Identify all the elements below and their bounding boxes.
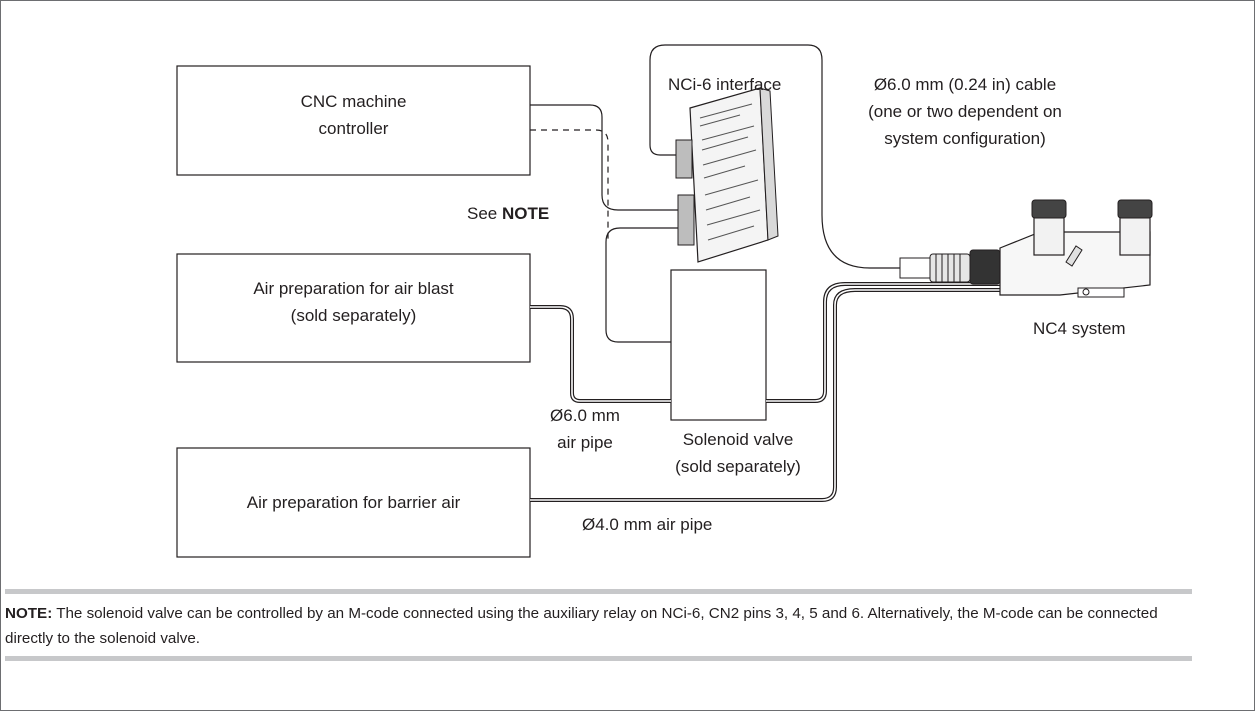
barrier-air-prep-box bbox=[176, 447, 531, 558]
cable-label-line1: Ø6.0 mm (0.24 in) cable bbox=[873, 75, 1057, 94]
air-pipe-4mm-label: Ø4.0 mm air pipe bbox=[582, 515, 713, 534]
barrier-air-pipe bbox=[530, 288, 1000, 502]
note-top-rule bbox=[5, 589, 1192, 594]
cnc-label-line2: controller bbox=[318, 119, 389, 138]
air-pipe-6mm-label: Ø6.0 mm air pipe bbox=[530, 402, 640, 456]
interface-loop-cable bbox=[649, 44, 905, 269]
cnc-controller-box bbox=[176, 65, 531, 176]
cnc-signal-cable bbox=[530, 104, 680, 211]
air-blast-prep-box bbox=[176, 253, 531, 363]
air-blast-pipe bbox=[530, 305, 671, 403]
cable-label-line2: (one or two dependent on bbox=[868, 102, 1062, 121]
nci6-interface-label: NCi-6 interface bbox=[668, 75, 782, 94]
air-blast-label-line2: (sold separately) bbox=[290, 306, 417, 325]
cnc-label-line1: CNC machine bbox=[300, 92, 407, 111]
note-body: The solenoid valve can be controlled by … bbox=[5, 605, 1158, 647]
see-note-dashed-link bbox=[530, 129, 609, 240]
nc4-system-label: NC4 system bbox=[1033, 319, 1126, 338]
cnc-controller-label: CNC machine controller bbox=[177, 88, 530, 142]
solenoid-label-line1: Solenoid valve bbox=[682, 430, 794, 449]
solenoid-output-pipe bbox=[766, 282, 1000, 403]
note-heading: NOTE: bbox=[5, 605, 53, 622]
pipe6-label-line2: air pipe bbox=[557, 433, 613, 452]
note-text: NOTE: The solenoid valve can be controll… bbox=[5, 601, 1195, 651]
note-bottom-rule bbox=[5, 656, 1192, 661]
see-note-label: See NOTE bbox=[467, 200, 549, 227]
see-note-bold: NOTE bbox=[501, 204, 550, 223]
solenoid-label-line2: (sold separately) bbox=[675, 457, 801, 476]
see-note-prefix: See bbox=[467, 204, 502, 223]
air-blast-label-line1: Air preparation for air blast bbox=[253, 279, 454, 298]
air-blast-prep-label: Air preparation for air blast (sold sepa… bbox=[177, 275, 530, 329]
solenoid-valve-box bbox=[670, 269, 767, 421]
solenoid-control-cable bbox=[605, 227, 680, 343]
nci6-interface-unit bbox=[675, 87, 779, 263]
nc4-system-unit bbox=[899, 199, 1153, 298]
cable-label-line3: system configuration) bbox=[884, 129, 1046, 148]
solenoid-valve-label: Solenoid valve (sold separately) bbox=[648, 426, 828, 480]
cable-label: Ø6.0 mm (0.24 in) cable (one or two depe… bbox=[835, 71, 1095, 152]
barrier-air-prep-label: Air preparation for barrier air bbox=[177, 489, 530, 516]
pipe6-label-line1: Ø6.0 mm bbox=[550, 406, 620, 425]
barrier-air-label-text: Air preparation for barrier air bbox=[246, 493, 461, 512]
